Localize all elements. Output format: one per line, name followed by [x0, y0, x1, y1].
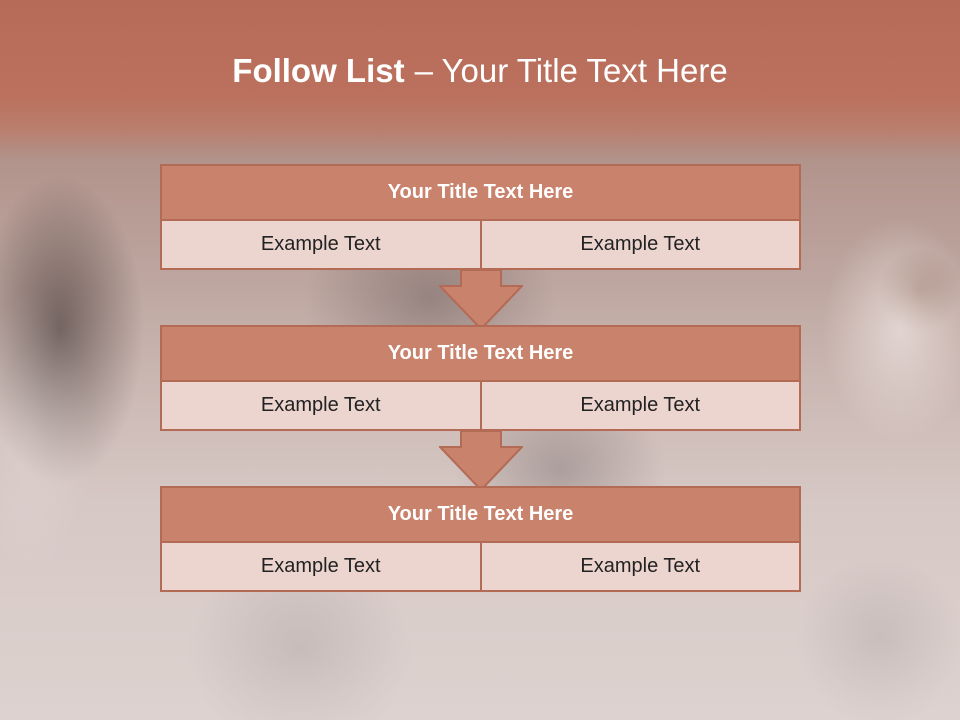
block-cell-right: Example Text [481, 543, 801, 592]
header-band [0, 0, 960, 160]
block-title: Your Title Text Here [160, 486, 801, 543]
block-cell-left: Example Text [160, 543, 482, 592]
block-cell-right: Example Text [481, 382, 801, 431]
list-block-3: Your Title Text Here Example Text Exampl… [160, 486, 801, 592]
slide-title-rest: – Your Title Text Here [414, 52, 728, 89]
down-arrow-icon [439, 270, 523, 330]
block-row: Example Text Example Text [160, 221, 801, 270]
block-title: Your Title Text Here [160, 325, 801, 382]
list-block-1: Your Title Text Here Example Text Exampl… [160, 164, 801, 270]
block-cell-left: Example Text [160, 221, 482, 270]
down-arrow-icon [439, 431, 523, 491]
block-row: Example Text Example Text [160, 382, 801, 431]
block-title: Your Title Text Here [160, 164, 801, 221]
block-cell-left: Example Text [160, 382, 482, 431]
slide-title: Follow List– Your Title Text Here [0, 52, 960, 90]
block-row: Example Text Example Text [160, 543, 801, 592]
list-block-2: Your Title Text Here Example Text Exampl… [160, 325, 801, 431]
block-cell-right: Example Text [481, 221, 801, 270]
slide-title-bold: Follow List [232, 52, 405, 89]
